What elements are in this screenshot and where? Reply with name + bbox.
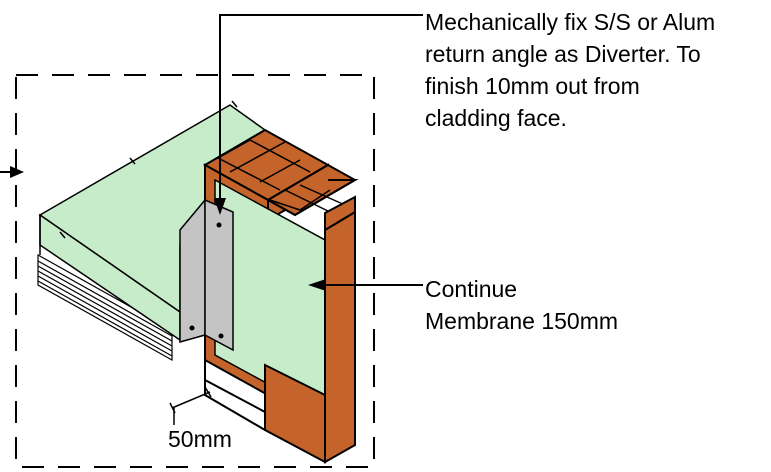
diverter-note-line-3: finish 10mm out from [425, 73, 640, 99]
leader-left-arrowhead [10, 166, 24, 178]
diverter-note-line-1: Mechanically fix S/S or Alum [425, 9, 716, 35]
timber-front-stud [204, 163, 359, 464]
membrane-ticks [59, 100, 238, 239]
cladding-stack [37, 253, 173, 362]
diverter-note-line-4: cladding face. [425, 105, 567, 131]
leader-membrane-arrowhead [308, 279, 326, 291]
timber-strip [324, 195, 356, 232]
dimension-label: 50mm [168, 426, 232, 452]
diverter-note-line-2: return angle as Diverter. To [425, 41, 701, 67]
membrane-note: Continue Membrane 150mm [425, 273, 618, 337]
dimension-50mm [169, 386, 212, 425]
membrane-note-line-1: Continue [425, 276, 518, 302]
leader-diverter [219, 14, 423, 205]
diverter-flashing [179, 197, 234, 352]
membrane-note-line-2: Membrane 150mm [425, 308, 619, 334]
leader-diverter-arrowhead [214, 198, 226, 215]
diverter-note: Mechanically fix S/S or Alum return angl… [425, 6, 715, 134]
detail-boundary-dashed [15, 74, 375, 468]
